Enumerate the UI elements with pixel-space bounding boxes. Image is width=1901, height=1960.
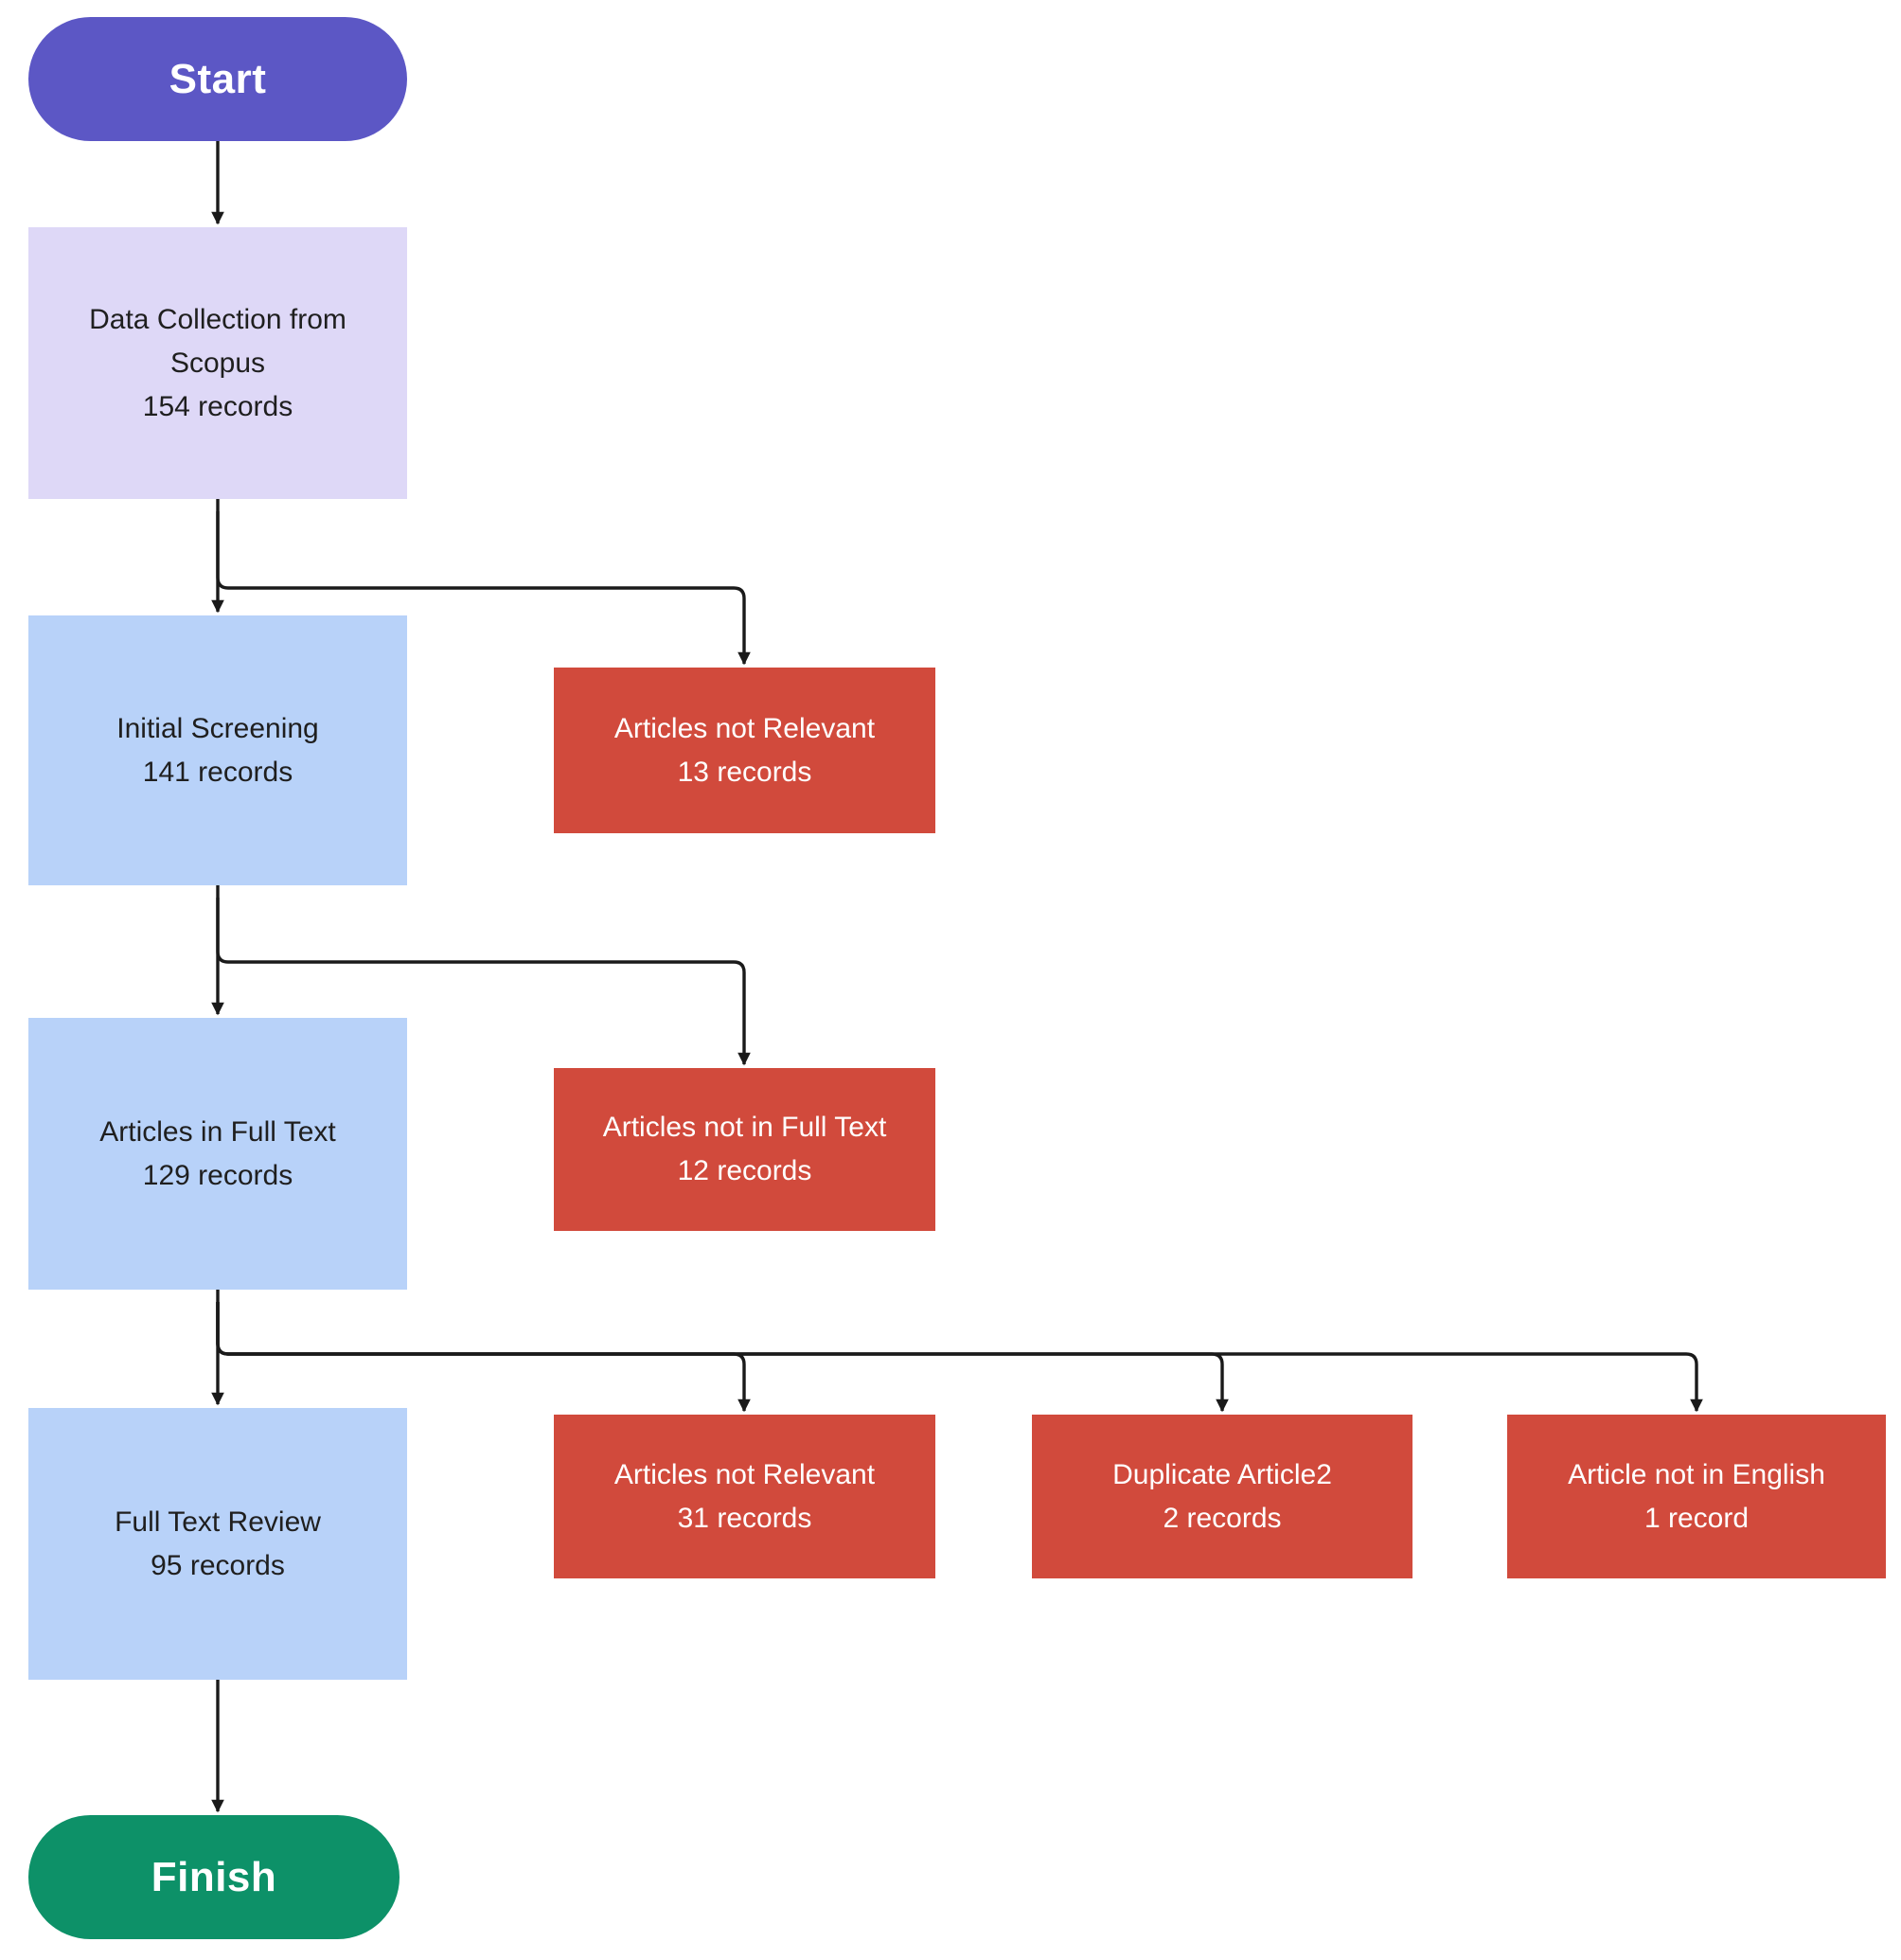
articles-not-relevant-31-node: Articles not Relevant 31 records — [554, 1415, 935, 1578]
start-label: Start — [169, 55, 267, 102]
articles-full-text-title: Articles in Full Text — [99, 1115, 336, 1148]
full-text-review-node: Full Text Review 95 records — [28, 1408, 407, 1680]
initial-screening-node: Initial Screening 141 records — [28, 615, 407, 885]
start-node: Start — [28, 17, 407, 141]
articles-full-text-records: 129 records — [142, 1159, 293, 1191]
duplicate-article-2-title: Duplicate Article2 — [1112, 1458, 1332, 1490]
duplicate-article-2-records: 2 records — [1163, 1502, 1282, 1534]
data-collection-node: Data Collection from Scopus 154 records — [28, 227, 407, 499]
articles-not-relevant-31-records: 31 records — [677, 1502, 812, 1534]
full-text-review-records: 95 records — [151, 1549, 285, 1581]
articles-not-full-text-12-node: Articles not in Full Text 12 records — [554, 1068, 935, 1231]
articles-not-relevant-13-title: Articles not Relevant — [613, 712, 876, 744]
data-collection-records: 154 records — [142, 390, 293, 422]
article-not-english-1-node: Article not in English 1 record — [1507, 1415, 1886, 1578]
article-not-english-1-records: 1 record — [1643, 1502, 1750, 1534]
duplicate-article-2-node: Duplicate Article2 2 records — [1032, 1415, 1412, 1578]
articles-not-relevant-13-records: 13 records — [677, 756, 812, 788]
initial-screening-title: Initial Screening — [116, 712, 319, 744]
finish-node: Finish — [28, 1815, 400, 1939]
finish-label: Finish — [151, 1853, 277, 1900]
articles-not-full-text-12-title: Articles not in Full Text — [602, 1112, 887, 1143]
articles-not-full-text-12-records: 12 records — [677, 1155, 812, 1186]
articles-not-relevant-31-title: Articles not Relevant — [613, 1458, 876, 1490]
edge-articles-full-text-to-duplicate-2 — [216, 1302, 1229, 1413]
articles-not-relevant-13-node: Articles not Relevant 13 records — [554, 668, 935, 833]
articles-full-text-node: Articles in Full Text 129 records — [28, 1018, 407, 1290]
article-not-english-1-title: Article not in English — [1568, 1458, 1825, 1490]
full-text-review-title: Full Text Review — [115, 1506, 321, 1538]
edge-articles-full-text-to-not-english-1 — [216, 1302, 1703, 1413]
data-collection-title: Data Collection from Scopus — [89, 303, 346, 379]
initial-screening-records: 141 records — [142, 756, 293, 788]
edge-articles-full-text-to-not-relevant-31 — [216, 1302, 751, 1413]
